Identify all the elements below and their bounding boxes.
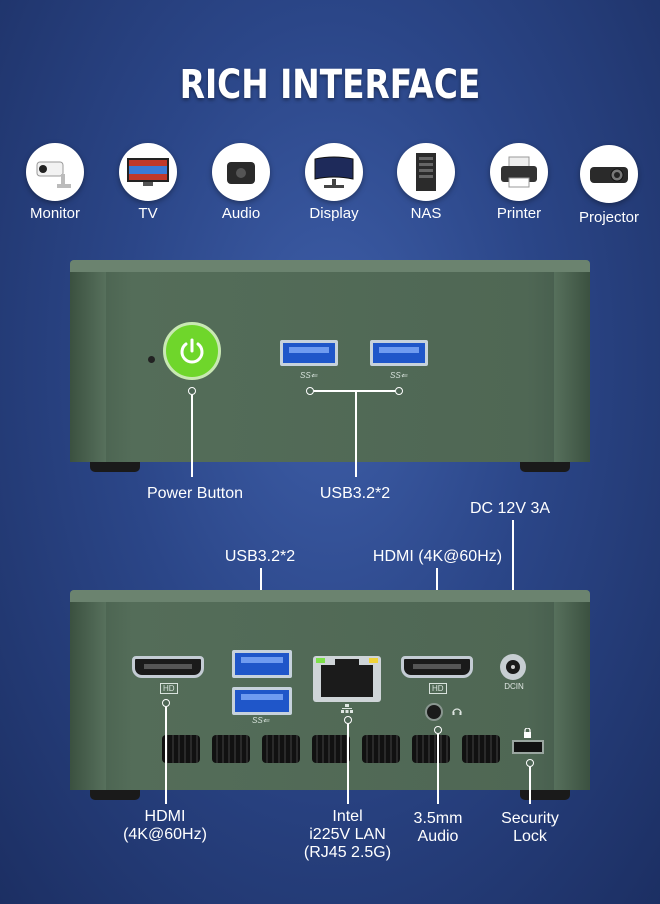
callout-line: [529, 767, 531, 804]
hd-tag: HD: [160, 683, 178, 694]
device-label: Monitor: [29, 205, 81, 222]
device-tv: TV: [103, 143, 193, 222]
tv-icon: [127, 158, 169, 186]
foot: [520, 790, 570, 800]
hdmi-top-label: HDMI (4K@60Hz): [372, 548, 503, 565]
vent: [412, 735, 450, 763]
callout-line: [512, 520, 514, 637]
foot: [520, 462, 570, 472]
callout-dot: [395, 387, 403, 395]
power-button-label: Power Button: [146, 485, 244, 502]
device-printer: Printer: [474, 143, 564, 222]
lan-port: [313, 656, 381, 702]
front-usb-label: USB3.2*2: [319, 485, 391, 502]
monitor-display-icon: [314, 156, 354, 188]
dc-label: DC 12V 3A: [469, 500, 551, 517]
headphone-icon: [452, 708, 462, 715]
callout-line: [165, 707, 167, 804]
usb-ss-mark: SS⇐: [390, 371, 408, 380]
hd-tag: HD: [429, 683, 447, 694]
cctv-camera-icon: [36, 161, 71, 188]
callout-dot: [344, 716, 352, 724]
vent: [462, 735, 500, 763]
callout-dot: [434, 726, 442, 734]
dcin-tag: DCIN: [504, 682, 524, 691]
callout-line: [314, 390, 395, 392]
indicator-led: [148, 356, 155, 363]
lock-icon: [524, 728, 531, 738]
usb-port: [232, 650, 292, 678]
page-title: RICH INTERFACE: [179, 62, 481, 108]
vent: [162, 735, 200, 763]
device-projector: Projector: [564, 145, 654, 226]
vent: [212, 735, 250, 763]
dc-in-port: [500, 654, 526, 680]
hdmi-port: [132, 656, 204, 678]
vent: [312, 735, 350, 763]
usb-port: [232, 687, 292, 715]
device-label: Printer: [496, 205, 542, 222]
usb-ss-mark: SS⇐: [300, 371, 318, 380]
network-icon: [341, 704, 353, 713]
device-label: TV: [138, 205, 158, 222]
vent: [262, 735, 300, 763]
foot: [90, 462, 140, 472]
usb-port: [370, 340, 428, 366]
callout-line: [437, 734, 439, 804]
usb-port: [280, 340, 338, 366]
device-monitor: Monitor: [10, 143, 100, 222]
security-lock-slot: [512, 740, 544, 754]
device-audio: Audio: [196, 143, 286, 222]
foot: [90, 790, 140, 800]
callout-dot: [306, 387, 314, 395]
hdmi-port: [401, 656, 473, 678]
device-label: Audio: [221, 205, 261, 222]
hdmi-bottom-label: HDMI(4K@60Hz): [123, 808, 207, 843]
device-nas: NAS: [381, 143, 471, 222]
vent: [362, 735, 400, 763]
speaker-icon: [227, 162, 255, 184]
device-label: Projector: [578, 209, 640, 226]
device-label: Display: [309, 205, 359, 222]
callout-dot: [526, 759, 534, 767]
rear-usb-label: USB3.2*2: [224, 548, 296, 565]
callout-dot: [162, 699, 170, 707]
usb-ss-mark: SS⇐: [252, 716, 270, 725]
callout-dot: [188, 387, 196, 395]
nas-server-icon: [416, 153, 436, 191]
front-panel: [70, 260, 590, 462]
power-icon: [180, 338, 204, 364]
audio-jack: [425, 703, 443, 721]
device-label: NAS: [410, 205, 442, 222]
callout-line: [355, 391, 357, 477]
power-button[interactable]: [163, 322, 221, 380]
device-display: Display: [289, 143, 379, 222]
printer-icon: [501, 156, 537, 188]
callout-line: [347, 724, 349, 804]
callout-line: [191, 395, 193, 477]
projector-icon: [590, 167, 628, 183]
